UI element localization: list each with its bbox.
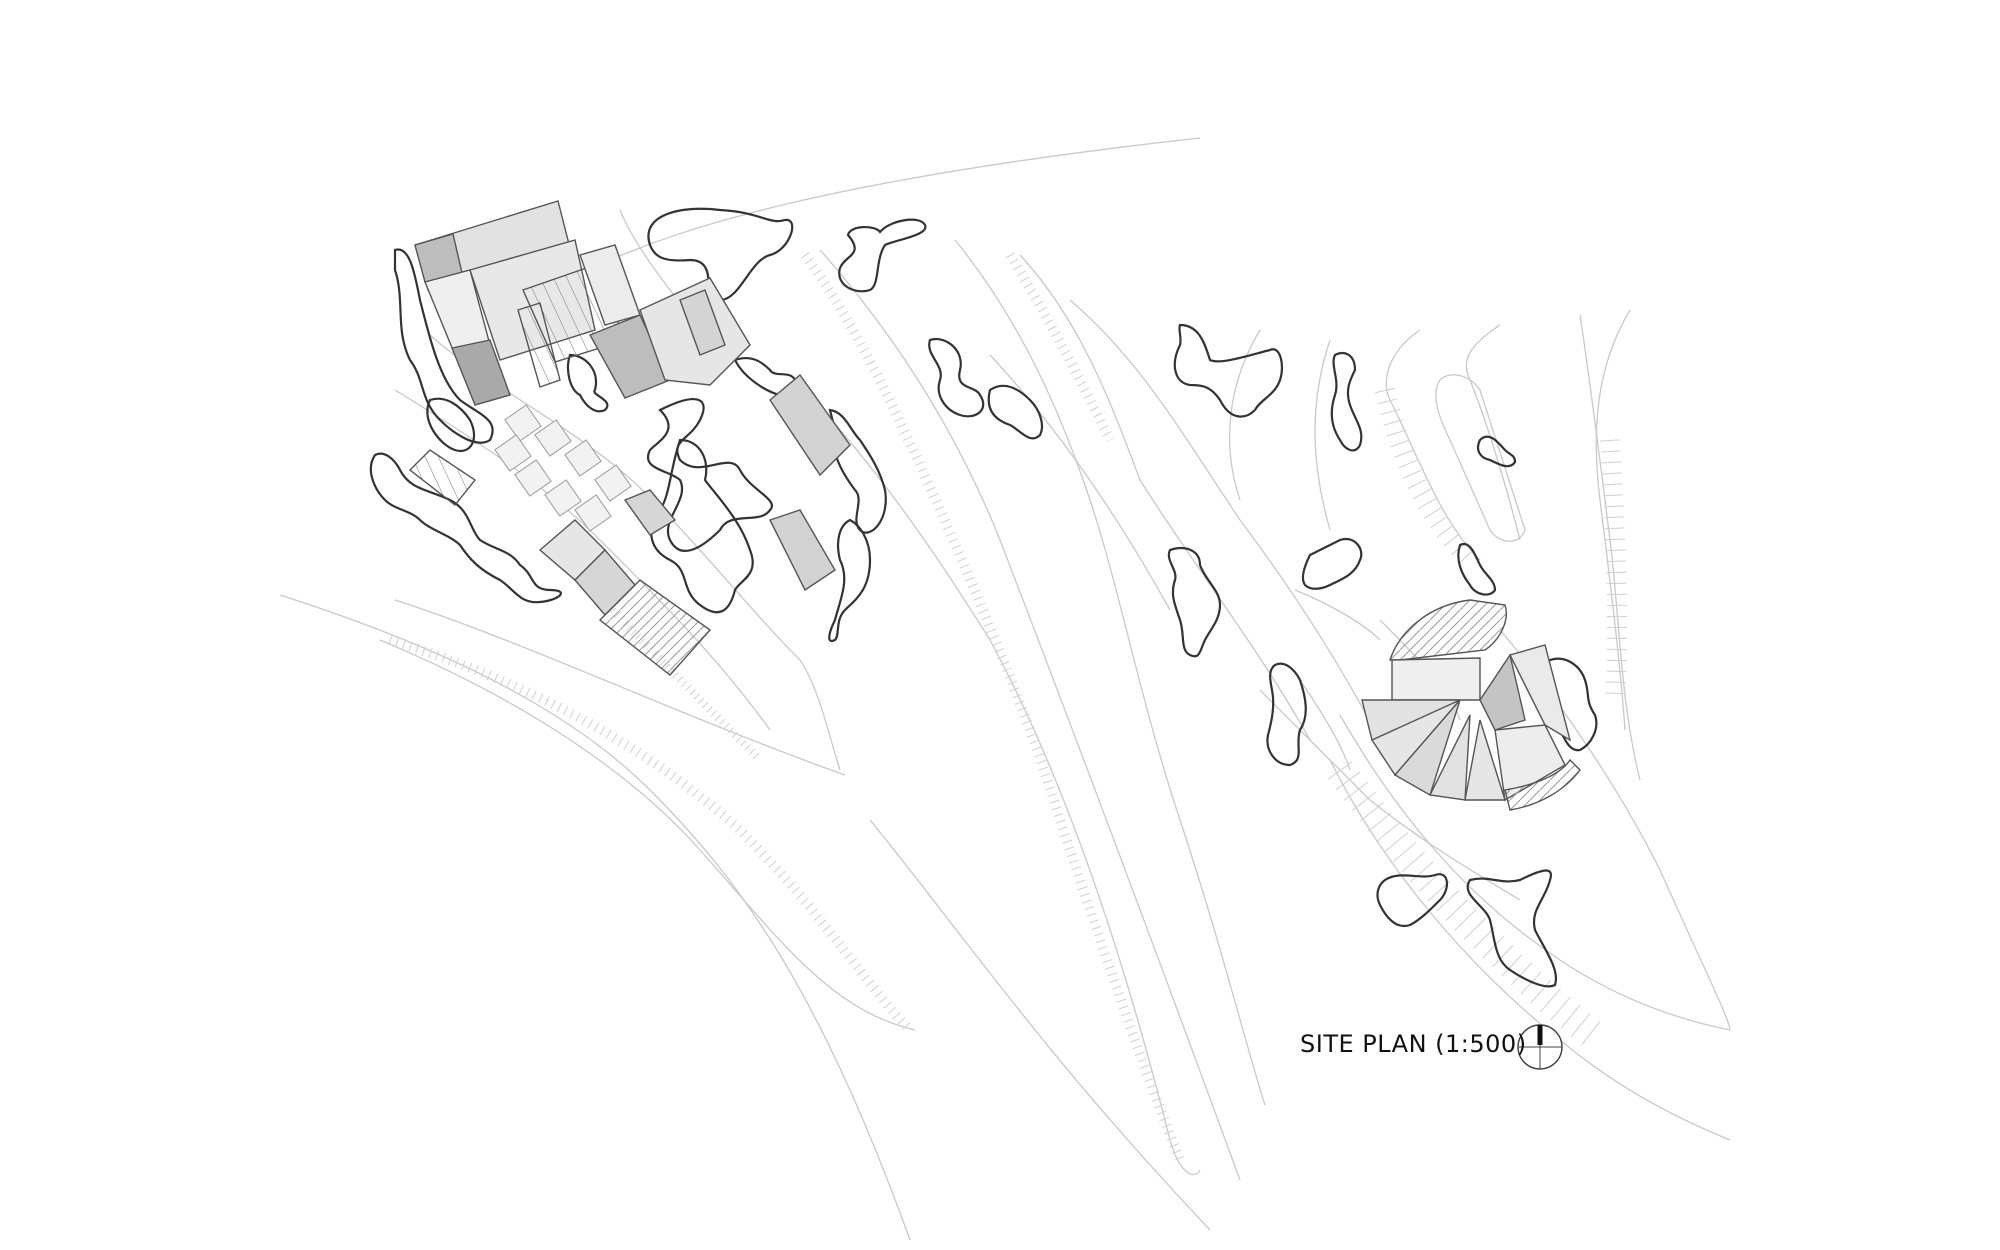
contour-line — [1299, 679, 1351, 771]
building-block — [517, 302, 561, 388]
fan-building — [1361, 599, 1581, 811]
tree-cluster — [928, 337, 985, 418]
fan-wing — [1464, 719, 1506, 801]
tree-cluster — [1476, 435, 1517, 468]
parking-pad — [574, 494, 612, 532]
building-block — [769, 509, 836, 592]
building-block — [598, 579, 712, 676]
contour-line — [1314, 339, 1331, 531]
contour-line — [989, 354, 1171, 611]
parking-pad — [534, 419, 572, 457]
slope-band — [1005, 252, 1115, 443]
fan-wing — [1508, 644, 1572, 742]
contour-line — [279, 594, 911, 1241]
contour-line — [1294, 589, 1381, 641]
building-block — [451, 339, 511, 406]
tree-cluster — [828, 408, 887, 534]
tree-cluster — [646, 398, 774, 552]
contour-line — [394, 389, 771, 731]
tree-cluster — [1457, 542, 1497, 596]
parking-pad — [504, 404, 542, 442]
vegetation-outlines — [369, 207, 1598, 988]
contour-line — [1259, 689, 1521, 901]
contour-line — [1579, 314, 1641, 781]
slope-bands — [388, 252, 1628, 1162]
parking-pad — [544, 479, 582, 517]
left-building-cluster — [408, 200, 851, 676]
contour-line — [954, 239, 1266, 1106]
parking-pad — [564, 439, 602, 477]
tree-cluster — [647, 207, 794, 302]
contour-line — [1019, 254, 1311, 741]
contour-line — [1595, 309, 1631, 731]
contour-line — [1465, 324, 1521, 541]
parking-pad — [514, 459, 552, 497]
north-arrow-icon — [1517, 1024, 1563, 1070]
tree-cluster — [828, 518, 872, 643]
tree-cluster — [1330, 352, 1363, 452]
tree-cluster — [426, 397, 476, 453]
building-block — [623, 489, 677, 536]
tree-cluster — [1167, 547, 1222, 658]
contour-line — [379, 639, 916, 1031]
tree-cluster — [1466, 869, 1558, 988]
drawing-caption: SITE PLAN (1:500) — [1300, 1030, 1527, 1058]
fan-wing — [1479, 653, 1526, 731]
tree-cluster — [1266, 662, 1307, 767]
contour-line — [819, 249, 1241, 1181]
contour-line — [429, 334, 841, 771]
contour-line — [1069, 299, 1391, 761]
contour-line — [394, 599, 846, 776]
slope-band — [800, 252, 1185, 1162]
parking-pad — [594, 464, 632, 502]
fan-wing — [1393, 699, 1461, 797]
tree-cluster — [1301, 537, 1363, 590]
tree-cluster — [987, 384, 1044, 440]
tree-cluster — [838, 218, 927, 293]
contour-line — [1329, 759, 1731, 1141]
tree-cluster — [566, 353, 609, 413]
building-block — [408, 449, 477, 506]
fan-terrace — [1504, 758, 1581, 811]
contour-line — [1339, 714, 1731, 1031]
contour-line — [609, 137, 1201, 261]
tree-cluster — [393, 248, 494, 444]
building-block — [769, 373, 851, 477]
terrain-contours — [279, 137, 1731, 1241]
parking-pad — [494, 434, 532, 472]
contour-line — [1385, 329, 1481, 561]
fan-wing — [1428, 714, 1471, 801]
fan-canopy — [1389, 599, 1507, 661]
fan-wing — [1391, 657, 1481, 701]
tree-cluster — [1376, 873, 1448, 928]
contour-line — [799, 384, 1201, 1176]
contour-line — [869, 819, 1211, 1231]
tree-cluster — [1173, 323, 1284, 418]
contour-line — [1228, 329, 1261, 501]
tree-cluster — [369, 452, 562, 604]
contour-line — [1435, 374, 1526, 542]
parking-pads — [494, 404, 632, 532]
building-block — [679, 289, 726, 356]
